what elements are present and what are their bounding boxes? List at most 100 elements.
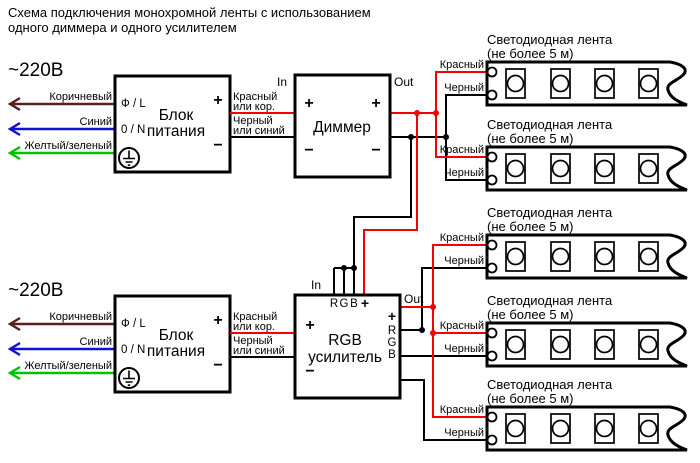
amplifier-top-g-terminal: G (340, 298, 349, 310)
psu-plus-terminal: + (213, 312, 222, 329)
junction-dot (430, 304, 436, 310)
mains-blue-label: Синий (80, 116, 112, 128)
junction-dot (408, 134, 414, 140)
mains-blue-wire (7, 341, 115, 357)
led-strip-1: Светодиодная лента (не более 5 м) Красны… (440, 32, 688, 107)
led-strip-2: Светодиодная лента (не более 5 м) Красны… (440, 117, 688, 192)
led-chip (551, 247, 570, 266)
dimmer-in-label: In (277, 75, 287, 89)
amplifier-name-line1: RGB (328, 332, 362, 349)
amplifier-box (293, 293, 402, 400)
mains-brown-label: Коричневый (49, 311, 112, 323)
strip-body (485, 233, 688, 280)
strip-title-line2: (не более 5 м) (487, 307, 574, 322)
amplifier-out-label: Out (404, 292, 424, 306)
strip-body (485, 321, 688, 368)
dc-black-label-line1: Черный (233, 335, 273, 347)
psu-minus-terminal: − (213, 357, 222, 374)
dc-black-label-line2: или синий (233, 345, 285, 357)
mains-green-label: Желтый/зеленый (24, 360, 112, 372)
strip-plus-terminal (486, 327, 498, 339)
led-chip (551, 419, 570, 438)
mains-green-label: Желтый/зеленый (24, 140, 112, 152)
strip-title-line1: Светодиодная лента (487, 117, 613, 132)
psu-name-line1: Блок (159, 107, 194, 124)
amplifier-top-plus-terminal: + (361, 295, 369, 311)
amplifier-out-r: R (388, 325, 396, 337)
diagram-title: Схема подключения монохромной ленты с ис… (8, 5, 371, 35)
amplifier-out-plus: + (388, 308, 396, 324)
amplifier-out-b: B (388, 349, 396, 361)
strip-minus-terminal (486, 350, 498, 362)
led-chip (639, 335, 658, 354)
strip-title-line2: (не более 5 м) (487, 131, 574, 146)
dimmer-in-plus: + (304, 95, 313, 112)
strip-minus-terminal (486, 434, 498, 446)
junction-dot (443, 134, 449, 140)
power-section-2: ~220В Коричневый Синий Желтый/зеленый Ф … (7, 280, 285, 394)
strip-black-wire-label: Черный (444, 255, 484, 267)
strip-title-line2: (не более 5 м) (487, 46, 574, 61)
strip-plus-terminal (486, 66, 498, 78)
strip-title-line1: Светодиодная лента (487, 293, 613, 308)
junction-dot (351, 265, 357, 271)
amplifier-in-minus: − (305, 363, 314, 380)
led-chip (506, 335, 525, 354)
mains-brown-label: Коричневый (49, 91, 112, 103)
strip-black-wire-label: Черный (444, 82, 484, 94)
led-modules (505, 329, 659, 360)
led-modules (505, 241, 659, 272)
strip-plus-terminal (486, 151, 498, 163)
mains-brown-wire (7, 316, 115, 332)
mains-blue-label: Синий (80, 336, 112, 348)
psu-neutral-terminal: 0 / N (121, 124, 145, 136)
strip-title-line1: Светодиодная лента (487, 377, 613, 392)
led-modules (505, 153, 659, 184)
amplifier-top-r-terminal: R (330, 298, 338, 310)
dc-black-label-line1: Черный (233, 115, 273, 127)
title-line-2: одного диммера и одного усилителем (8, 20, 237, 35)
dc-red-label-line1: Красный (233, 311, 277, 323)
strip-title-line2: (не более 5 м) (487, 219, 574, 234)
strip-minus-terminal (486, 89, 498, 101)
dc-red-label-line2: или кор. (233, 101, 275, 113)
strip-red-wire-label: Красный (440, 320, 484, 332)
amplifier-name-line2: усилитель (308, 349, 382, 366)
psu-name-line2: питания (147, 123, 205, 140)
psu-minus-terminal: − (213, 137, 222, 154)
earth-ground-icon (118, 367, 140, 389)
psu-neutral-terminal: 0 / N (121, 344, 145, 356)
amplifier-out-g: G (388, 337, 397, 349)
led-chip (595, 74, 614, 93)
dimmer-box (293, 73, 392, 179)
strip-red-wire-label: Красный (440, 144, 484, 156)
junction-dot (341, 265, 347, 271)
dimmer: In Out + + Диммер − − (277, 73, 414, 179)
junction-dot (419, 327, 425, 333)
wire-amp-r-out-to-strip3 (400, 267, 487, 331)
strip-body (485, 145, 688, 192)
junction-dot (430, 330, 436, 336)
led-chip (639, 247, 658, 266)
dimmer-out-plus: + (371, 95, 380, 112)
led-chip (595, 335, 614, 354)
led-chip (506, 74, 525, 93)
strip-plus-terminal (486, 411, 498, 423)
psu-name-line1: Блок (159, 327, 194, 344)
strip-black-wire-label: Черный (444, 167, 484, 179)
mains-blue-wire (7, 121, 115, 137)
strip-black-wire-label: Черный (444, 343, 484, 355)
led-chip (551, 159, 570, 178)
led-chip (551, 74, 570, 93)
psu-live-terminal: Ф / L (121, 98, 146, 110)
mains-voltage-label: ~220В (8, 280, 63, 301)
strip-plus-terminal (486, 239, 498, 251)
led-chip (595, 159, 614, 178)
junction-dot (414, 110, 420, 116)
earth-ground-icon (118, 147, 140, 169)
strip-title-line2: (не более 5 м) (487, 391, 574, 406)
power-section-1: ~220В Коричневый Синий Желтый/зеленый Ф … (7, 60, 285, 174)
strip-red-wire-label: Красный (440, 232, 484, 244)
